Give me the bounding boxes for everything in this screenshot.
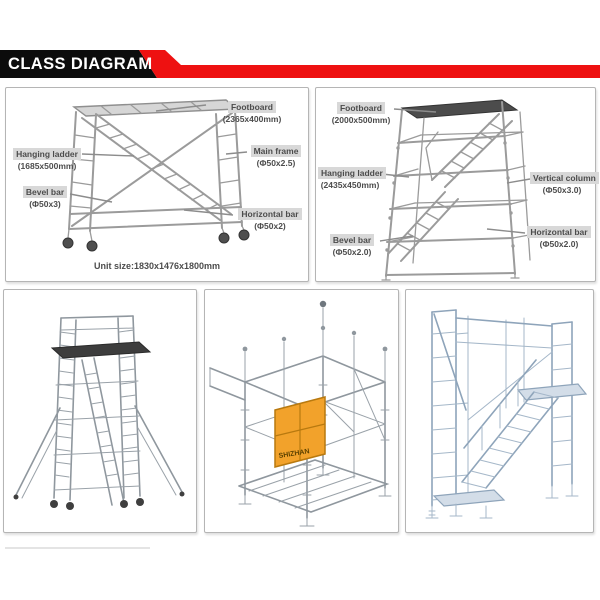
caster-wheel	[50, 500, 58, 508]
stair-scaffold-drawing	[379, 99, 531, 281]
caster-wheel	[218, 232, 230, 244]
frame-scaffold-panel: Footboard (2365x400mm) Hanging ladder (1…	[5, 87, 309, 282]
mobile-tower-photo	[13, 315, 185, 510]
label-footboard-dim: (2365x400mm)	[222, 114, 282, 124]
label-main-frame-name: Main frame	[250, 145, 302, 157]
label-horizontal-bar-dim: (Φ50x2.0)	[539, 239, 579, 249]
leader-footboard	[393, 108, 437, 113]
label-bevel-bar-name: Bevel bar	[329, 234, 375, 246]
gate-brand-text: SHIZHAN	[278, 448, 310, 460]
label-horizontal-bar-name: Horizontal bar	[238, 208, 302, 220]
label-horizontal-bar-dim: (Φ50x2)	[254, 221, 286, 231]
label-hanging-ladder-name: Hanging ladder	[318, 167, 386, 179]
frame-scaffold-drawing	[62, 99, 250, 252]
leader-horizontal-bar	[183, 209, 234, 216]
caster-wheel	[136, 498, 144, 506]
caster-wheel	[66, 502, 74, 510]
label-vertical-column-name: Vertical column	[530, 172, 599, 184]
banner-red-stripe	[139, 50, 600, 78]
label-footboard-name: Footboard	[227, 101, 277, 113]
label-bevel-bar: Bevel bar (Φ50x2.0)	[324, 234, 380, 258]
mobile-tower-photo-panel	[3, 289, 197, 533]
caster-wheel	[120, 500, 128, 508]
stair-tower-photo	[425, 309, 588, 519]
label-hanging-ladder: Hanging ladder (1685x500mm)	[11, 148, 83, 172]
label-hanging-ladder-name: Hanging ladder	[13, 148, 81, 160]
caster-wheel	[86, 240, 98, 252]
leader-horizontal-bar	[486, 228, 526, 234]
label-main-frame: Main frame (Φ50x2.5)	[249, 145, 303, 169]
leader-vertical-column	[506, 178, 531, 184]
label-vertical-column: Vertical column (Φ50x3.0)	[530, 172, 599, 196]
faint-divider	[5, 547, 150, 549]
leader-hanging-ladder	[381, 173, 410, 178]
caster-wheel	[238, 229, 250, 241]
platform-shape	[50, 341, 152, 359]
label-bevel-bar: Bevel bar (Φ50x3)	[19, 186, 71, 210]
label-hanging-ladder-dim: (2435x450mm)	[320, 180, 380, 190]
label-footboard-name: Footboard	[336, 102, 386, 114]
label-hanging-ladder-dim: (1685x500mm)	[17, 161, 77, 171]
banner-shape	[0, 50, 600, 78]
unit-size-text: Unit size:1830x1476x1800mm	[93, 261, 221, 271]
caster-wheel	[62, 237, 74, 249]
header-banner	[0, 50, 600, 78]
label-bevel-bar-name: Bevel bar	[22, 186, 68, 198]
label-footboard-dim: (2000x500mm)	[331, 115, 391, 125]
label-horizontal-bar-name: Horizontal bar	[527, 226, 591, 238]
label-footboard: Footboard (2000x500mm)	[328, 102, 394, 126]
ringlock-scaffold-photo: SHIZHAN	[209, 300, 392, 527]
label-main-frame-dim: (Φ50x2.5)	[256, 158, 296, 168]
label-horizontal-bar: Horizontal bar (Φ50x2)	[235, 208, 305, 232]
leader-hanging-ladder	[81, 153, 135, 157]
bottom-landing	[432, 489, 506, 507]
page-title: CLASS DIAGRAM	[8, 55, 153, 73]
banner-black-shape	[0, 50, 157, 78]
label-bevel-bar-dim: (Φ50x2.0)	[332, 247, 372, 257]
label-hanging-ladder: Hanging ladder (2435x450mm)	[318, 167, 386, 191]
footboard-shape	[400, 99, 519, 119]
stair-scaffold-panel: Footboard (2000x500mm) Hanging ladder (2…	[315, 87, 599, 282]
label-bevel-bar-dim: (Φ50x3)	[29, 199, 61, 209]
leader-bevel-bar	[69, 193, 113, 203]
label-footboard: Footboard (2365x400mm)	[207, 101, 297, 125]
upper-platform	[516, 383, 588, 401]
label-horizontal-bar: Horizontal bar (Φ50x2.0)	[525, 226, 593, 250]
leader-main-frame	[225, 151, 248, 155]
leader-footboard	[155, 104, 207, 112]
stair-tower-photo-panel	[405, 289, 594, 533]
label-vertical-column-dim: (Φ50x3.0)	[542, 185, 582, 195]
ringlock-scaffold-photo-panel: SHIZHAN	[204, 289, 399, 533]
leader-bevel-bar	[379, 235, 414, 242]
